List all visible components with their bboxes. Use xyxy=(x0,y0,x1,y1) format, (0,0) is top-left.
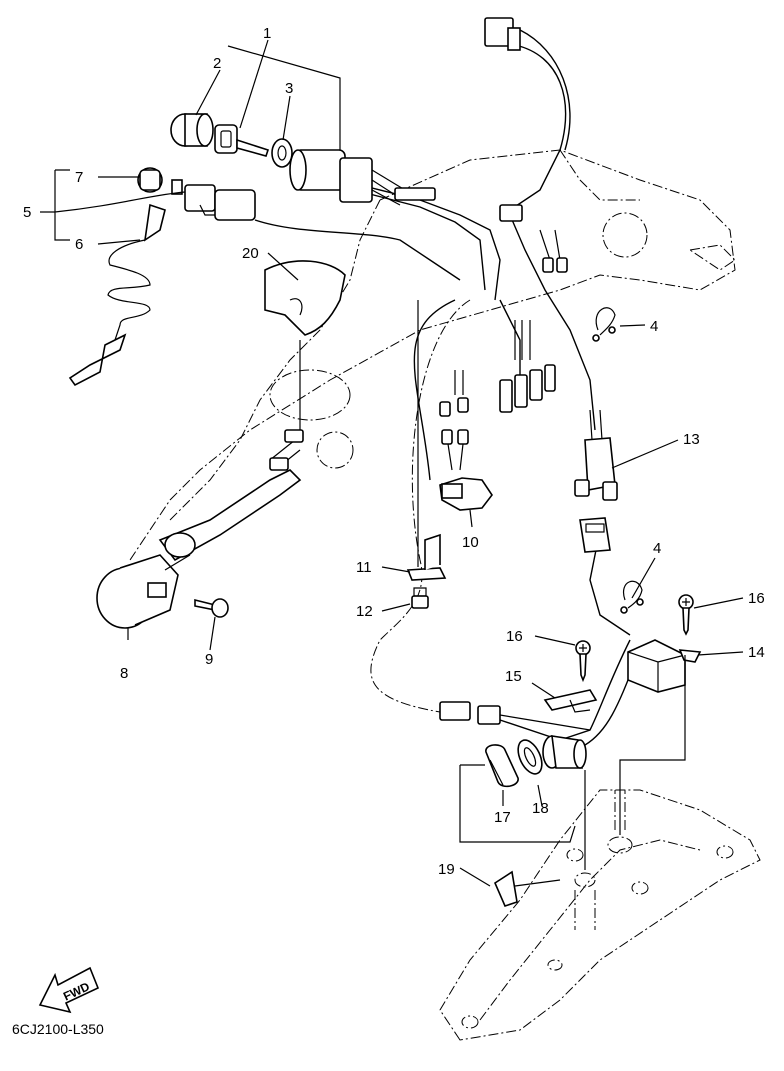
washer xyxy=(271,138,293,168)
callout-4-upper: 4 xyxy=(650,318,658,335)
bottom-cowling-outline xyxy=(439,789,761,1041)
callout-11: 11 xyxy=(356,559,372,576)
multi-connector xyxy=(499,320,556,413)
lanyard xyxy=(68,203,166,387)
screw-16-right xyxy=(678,594,694,636)
callout-12: 12 xyxy=(356,603,373,620)
callout-19: 19 xyxy=(438,861,455,878)
grommet-17 xyxy=(485,744,519,788)
callout-16-center: 16 xyxy=(506,628,523,645)
stop-switch xyxy=(137,167,256,221)
callout-7: 7 xyxy=(75,169,83,186)
callout-17: 17 xyxy=(494,809,511,826)
relay-14 xyxy=(627,639,702,693)
leader-lines xyxy=(40,39,744,887)
handle-arm xyxy=(158,429,304,562)
callout-labels: 1 2 3 7 5 6 20 4 13 10 4 11 12 16 16 14 … xyxy=(23,25,765,878)
callout-13: 13 xyxy=(683,431,700,448)
throttle-grip xyxy=(96,554,191,629)
connector-13 xyxy=(574,409,618,501)
callout-16-right: 16 xyxy=(748,590,765,607)
callout-20: 20 xyxy=(242,245,259,262)
grommet-assy xyxy=(542,735,587,769)
callout-1: 1 xyxy=(263,25,271,42)
lower-connectors xyxy=(439,701,591,731)
callout-6: 6 xyxy=(75,236,83,253)
screw-9 xyxy=(194,598,229,618)
grommet-18 xyxy=(517,739,543,775)
clamp-15 xyxy=(543,689,598,713)
switch-cap xyxy=(170,113,214,147)
callout-9: 9 xyxy=(205,651,213,668)
main-switch xyxy=(289,149,436,206)
connector-lower xyxy=(579,517,611,553)
wiring-harness xyxy=(254,29,641,746)
diagram-code: 6CJ2100-L350 xyxy=(12,1021,104,1037)
callout-4-lower: 4 xyxy=(653,540,661,557)
harness-coupler xyxy=(499,204,568,273)
callout-10: 10 xyxy=(462,534,479,551)
bolt-12 xyxy=(411,587,429,609)
callout-8: 8 xyxy=(120,665,128,682)
grip-cover xyxy=(264,260,346,336)
callout-5: 5 xyxy=(23,204,31,221)
top-connector xyxy=(484,17,521,51)
callout-3: 3 xyxy=(285,80,293,97)
clip-4-lower xyxy=(620,580,644,614)
callout-2: 2 xyxy=(213,55,221,72)
callout-18: 18 xyxy=(532,800,549,817)
label-19 xyxy=(493,870,518,907)
part-10-resistor xyxy=(439,370,493,511)
tiller-handle-outline xyxy=(129,149,736,561)
fwd-arrow-icon: FWD xyxy=(38,966,100,1014)
screw-16-center xyxy=(575,640,591,683)
bracket-11 xyxy=(406,533,447,581)
switch-key xyxy=(214,124,270,157)
callout-15: 15 xyxy=(505,668,522,685)
clip-4-upper xyxy=(592,307,616,342)
callout-14: 14 xyxy=(748,644,765,661)
